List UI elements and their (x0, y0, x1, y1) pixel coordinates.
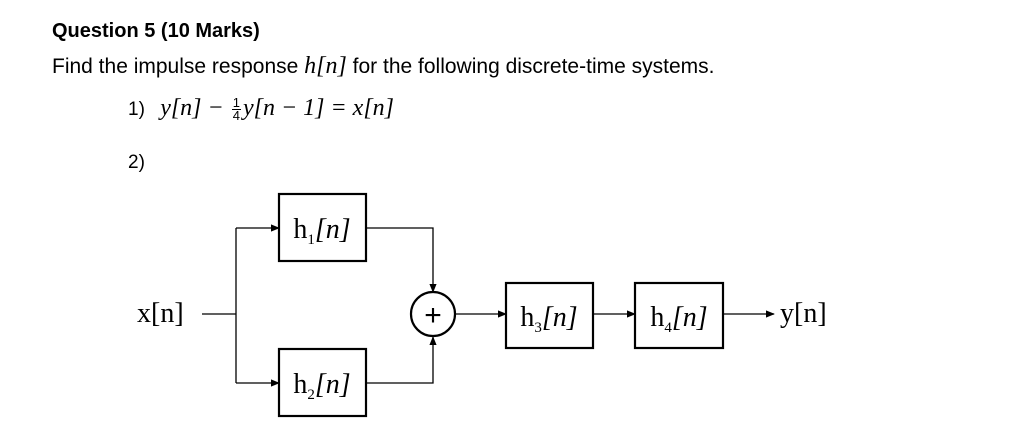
block-h3-label: h3[n] (520, 302, 577, 336)
signal-wires (202, 224, 775, 387)
block-h3: h3[n] (504, 281, 595, 350)
summing-junction: + (409, 290, 457, 338)
question-heading: Question 5 (10 Marks) (52, 20, 260, 42)
block-h4: h4[n] (633, 281, 725, 350)
fraction-denominator: 4 (232, 107, 240, 123)
plus-sign: + (424, 299, 442, 332)
input-signal-label: x[n] (137, 298, 184, 329)
block-h2-label: h2[n] (293, 369, 350, 403)
block-h2: h2[n] (277, 347, 368, 418)
wire-h2-to-adder (366, 336, 437, 384)
wire-h1-to-adder (366, 227, 437, 293)
block-h1-label: h1[n] (293, 214, 350, 248)
equation-lhs: y[n] − (160, 95, 224, 121)
block-h4-label: h4[n] (650, 302, 707, 336)
block-h1: h1[n] (277, 192, 368, 263)
prompt-symbol: h[n] (304, 53, 347, 79)
equation-fraction: 1 4 (231, 94, 241, 123)
output-signal-label: y[n] (780, 298, 827, 329)
item-1-marker: 1) (128, 99, 145, 120)
item-1: 1) y[n] − 1 4 y[n − 1] = x[n] (128, 95, 394, 122)
item-2-marker: 2) (128, 152, 145, 173)
fraction-numerator: 1 (231, 94, 241, 110)
summing-circle (409, 290, 457, 338)
item-1-equation: y[n] − 1 4 y[n − 1] = x[n] (160, 94, 395, 123)
equation-rhs: y[n − 1] = x[n] (242, 95, 395, 121)
prompt-text-before: Find the impulse response (52, 55, 305, 78)
prompt-text-after: for the following discrete-time systems. (346, 55, 715, 78)
question-prompt: Find the impulse response h[n] for the f… (52, 53, 714, 80)
